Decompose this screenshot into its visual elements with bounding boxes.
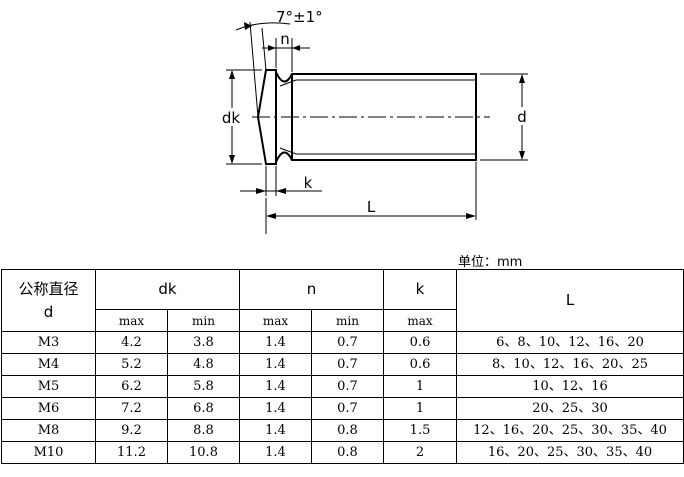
cell-k-max: 1 <box>383 375 458 398</box>
subheader-n-max: max <box>239 309 312 332</box>
cell-n-min: 0.8 <box>310 441 385 464</box>
k-dimension-label: k <box>304 174 313 192</box>
cell-d: M5 <box>1 375 96 398</box>
cell-dk-min: 8.8 <box>167 419 240 442</box>
undercut-groove-top <box>275 71 293 83</box>
n-dimension-label: n <box>280 30 290 48</box>
cell-dk-max: 9.2 <box>95 419 168 442</box>
cell-L: 20、25、30 <box>456 397 684 420</box>
table-row: M3 4.2 3.8 1.4 0.7 0.6 6、8、10、12、16、20 <box>1 331 684 354</box>
cell-L: 16、20、25、30、35、40 <box>456 441 684 464</box>
d-arrow-top <box>519 74 525 83</box>
cell-d: M6 <box>1 397 96 420</box>
unit-label: 单位：mm <box>458 255 523 270</box>
stud-technical-drawing: dk d n 7°±1° k L <box>221 8 528 234</box>
subheader-dk-min: min <box>167 309 240 332</box>
cell-dk-max: 4.2 <box>95 331 168 354</box>
dk-arrow-top <box>229 70 235 79</box>
cell-dk-max: 7.2 <box>95 397 168 420</box>
header-k: k <box>383 269 458 310</box>
neck-line-top <box>279 79 297 87</box>
stud-head <box>256 69 277 165</box>
cell-L: 10、12、16 <box>456 375 684 398</box>
cell-k-max: 0.6 <box>383 353 458 376</box>
k-arrow-left <box>256 188 266 194</box>
subheader-n-min: min <box>310 309 385 332</box>
header-L: L <box>456 269 684 332</box>
cell-n-min: 0.7 <box>310 331 385 354</box>
cell-dk-max: 5.2 <box>95 353 168 376</box>
n-arrow-left <box>268 45 276 51</box>
cell-L: 6、8、10、12、16、20 <box>456 331 684 354</box>
table-row: M5 6.2 5.8 1.4 0.7 1 10、12、16 <box>1 375 684 398</box>
cell-k-max: 2 <box>383 441 458 464</box>
header-nominal-diameter-label: 公称直径 <box>18 279 79 298</box>
L-arrow-left <box>266 213 276 219</box>
L-dimension-label: L <box>367 198 376 216</box>
cell-k-max: 1.5 <box>383 419 458 442</box>
cell-n-min: 0.7 <box>310 353 385 376</box>
cell-n-min: 0.7 <box>310 375 385 398</box>
cell-L: 8、10、12、16、20、25 <box>456 353 684 376</box>
subheader-k-max: max <box>383 309 458 332</box>
table-row: M6 7.2 6.8 1.4 0.7 1 20、25、30 <box>1 397 684 420</box>
table-header-row: 公称直径 d dk n k L <box>1 269 684 332</box>
undercut-groove-bottom <box>275 151 293 163</box>
angle-arc <box>235 22 291 31</box>
cell-k-max: 1 <box>383 397 458 420</box>
angle-ref-line <box>249 21 259 118</box>
cell-d: M4 <box>1 353 96 376</box>
subheader-dk-max: max <box>95 309 168 332</box>
cell-dk-max: 6.2 <box>95 375 168 398</box>
angle-label: 7°±1° <box>276 8 323 26</box>
angle-face-line <box>261 27 267 71</box>
cell-n-max: 1.4 <box>239 441 312 464</box>
angle-arrow <box>244 22 252 30</box>
table-row: M8 9.2 8.8 1.4 0.8 1.5 12、16、20、25、30、35… <box>1 419 684 442</box>
cell-L: 12、16、20、25、30、35、40 <box>456 419 684 442</box>
cell-dk-min: 10.8 <box>167 441 240 464</box>
cell-d: M8 <box>1 419 96 442</box>
dk-dimension-label: dk <box>222 109 241 127</box>
table-row: M10 11.2 10.8 1.4 0.8 2 16、20、25、30、35、4… <box>1 441 684 464</box>
L-arrow-right <box>466 213 476 219</box>
cell-dk-max: 11.2 <box>95 441 168 464</box>
header-nominal-diameter-symbol: d <box>43 302 54 321</box>
cell-dk-min: 4.8 <box>167 353 240 376</box>
d-dimension-label: d <box>517 108 527 126</box>
dk-arrow-bottom <box>229 155 235 164</box>
header-dk: dk <box>95 269 240 310</box>
header-n: n <box>238 269 385 310</box>
n-arrow-right <box>292 45 300 51</box>
cell-n-max: 1.4 <box>239 353 312 376</box>
cell-n-min: 0.8 <box>310 419 385 442</box>
table-row: M4 5.2 4.8 1.4 0.7 0.6 8、10、12、16、20、25 <box>1 353 684 376</box>
cell-n-min: 0.7 <box>310 397 385 420</box>
cell-d: M3 <box>1 331 96 354</box>
cell-dk-min: 6.8 <box>167 397 240 420</box>
d-arrow-bottom <box>519 151 525 160</box>
cell-k-max: 0.6 <box>383 331 458 354</box>
cell-n-max: 1.4 <box>239 375 312 398</box>
cell-n-max: 1.4 <box>239 331 312 354</box>
cell-dk-min: 5.8 <box>167 375 240 398</box>
cell-n-max: 1.4 <box>239 397 312 420</box>
cell-dk-min: 3.8 <box>167 331 240 354</box>
neck-line-bottom <box>279 147 297 155</box>
k-arrow-right <box>276 188 286 194</box>
cell-d: M10 <box>1 441 96 464</box>
cell-n-max: 1.4 <box>239 419 312 442</box>
spec-table: 公称直径 d dk n k L max min max min max M3 4… <box>1 269 684 464</box>
header-nominal-diameter: 公称直径 d <box>1 269 96 332</box>
